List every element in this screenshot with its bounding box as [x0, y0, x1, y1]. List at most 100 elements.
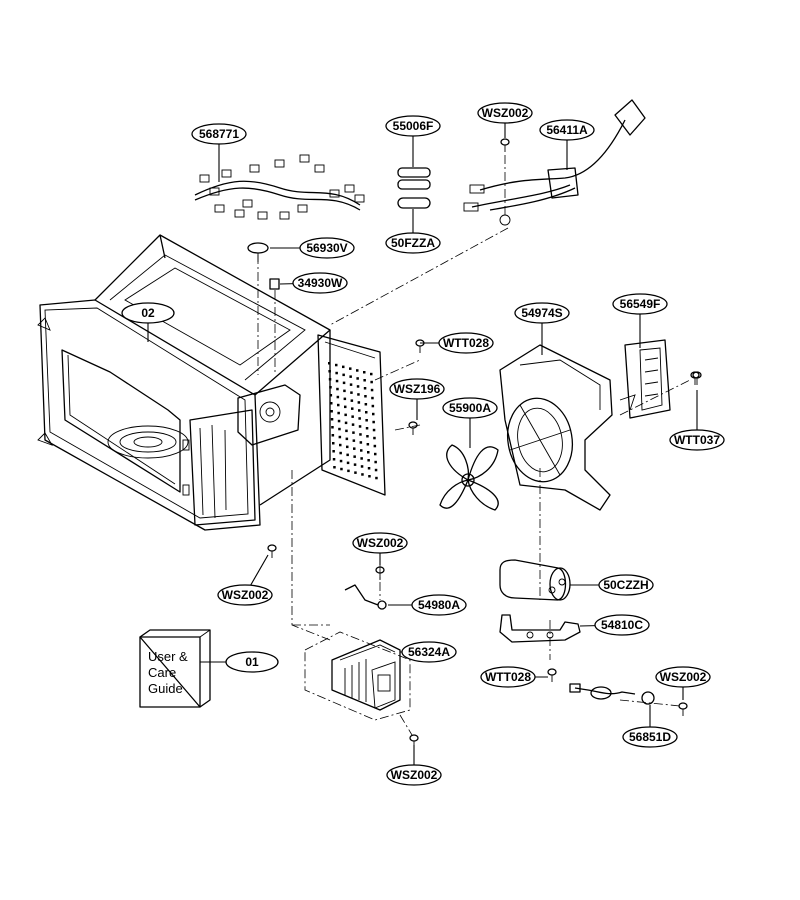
screw-icon [415, 339, 425, 353]
vent-hole [365, 411, 368, 414]
vent-hole [351, 423, 355, 426]
vent-hole [336, 387, 339, 391]
callout-56324a: 56324A [400, 641, 457, 663]
vent-hole [372, 428, 376, 432]
callout-label: 56930V [306, 241, 347, 255]
callout-54810c: 54810C [579, 614, 650, 636]
connector-icon [234, 209, 245, 218]
connector-icon [354, 194, 365, 203]
capacitor-bracket [499, 614, 581, 643]
booklet-line-2: Care [148, 665, 176, 680]
callout-55900a: 55900A [442, 397, 498, 448]
vent-hole [375, 476, 378, 480]
callout-label: WSZ002 [660, 670, 707, 684]
vent-hole [359, 433, 362, 436]
callout-ellipse [389, 378, 445, 400]
connector-icon [329, 189, 340, 198]
vent-hole [349, 375, 352, 378]
vent-hole [372, 412, 375, 416]
connector-icon [199, 174, 210, 183]
callout-label: WSZ002 [357, 536, 404, 550]
vent-hole [335, 379, 339, 383]
vent-hole [331, 434, 335, 437]
callout-ellipse [352, 532, 408, 554]
vent-hole [366, 435, 369, 438]
vent-hole [344, 421, 348, 425]
callout-label: 55900A [449, 401, 491, 415]
vent-hole [340, 467, 343, 471]
thermal-cutout [247, 242, 269, 262]
vent-hole [373, 436, 376, 440]
screw-icon [500, 138, 510, 152]
vent-hole [364, 403, 368, 406]
callout-ellipse [401, 641, 457, 663]
vent-hole [349, 367, 352, 370]
vent-hole [356, 369, 359, 372]
callout-ellipse [385, 232, 441, 254]
vent-hole [370, 372, 373, 376]
connector-icon [209, 187, 220, 196]
vent-hole [352, 439, 356, 442]
vent-hole [352, 431, 355, 434]
callout-label: 50CZZH [603, 578, 648, 592]
callout-568771: 568771 [191, 123, 247, 182]
callout-label: 54980A [418, 598, 460, 612]
callout-ellipse [217, 584, 273, 606]
callout-ellipse [385, 115, 441, 137]
screw-icon [267, 544, 277, 558]
callout-01: 01 [200, 651, 279, 673]
vent-hole [357, 401, 361, 404]
connector-icon [214, 204, 225, 213]
callout-label: WTT028 [443, 336, 489, 350]
callout-ellipse [477, 102, 533, 124]
callout-label: 568771 [199, 127, 239, 141]
vent-hole [329, 394, 333, 397]
vent-hole [339, 451, 342, 455]
vent-hole [371, 404, 375, 408]
vent-hole [367, 459, 370, 462]
vent-hole [361, 473, 364, 476]
screw-icon [690, 371, 700, 385]
callout-wtt028-a: WTT028 [420, 332, 494, 354]
vent-hole [374, 452, 377, 456]
vent-hole [363, 379, 366, 382]
turntable-motor [237, 384, 301, 446]
vent-hole [366, 443, 370, 446]
screw-icon [678, 702, 688, 716]
vent-hole [359, 441, 363, 444]
vent-hole [354, 471, 357, 474]
callout-54974s: 54974S [514, 302, 570, 355]
callout-label: 54974S [521, 306, 562, 320]
callout-50fzza: 50FZZA [385, 209, 441, 254]
vent-hole [374, 468, 378, 472]
callout-56411a: 56411A [539, 119, 595, 170]
transformer-bracket [619, 339, 671, 419]
vent-hole [364, 395, 367, 398]
callout-wtt028-b: WTT028 [480, 666, 548, 688]
callout-label: 02 [141, 306, 155, 320]
vent-hole [360, 465, 364, 468]
vent-hole [365, 427, 369, 430]
callout-ellipse [622, 726, 678, 748]
vent-hole [328, 370, 331, 373]
vent-hole [358, 417, 361, 420]
vent-hole [360, 457, 363, 460]
vent-hole [367, 467, 371, 470]
vent-hole [332, 442, 335, 445]
vent-hole [329, 386, 332, 389]
vent-hole [342, 373, 345, 377]
vent-hole [342, 365, 345, 369]
oven-cavity [37, 234, 331, 531]
vent-hole [331, 426, 334, 429]
vent-hole [337, 419, 341, 423]
callout-ellipse [411, 594, 467, 616]
connector-icon [274, 159, 285, 168]
sensor [269, 278, 280, 290]
callout-ellipse [191, 123, 247, 145]
vent-hole [350, 399, 354, 402]
callout-wsz002-d: WSZ002 [655, 666, 711, 700]
callout-ellipse [539, 119, 595, 141]
vent-hole [351, 415, 354, 418]
vent-hole [349, 383, 353, 386]
vent-hole [337, 403, 340, 407]
